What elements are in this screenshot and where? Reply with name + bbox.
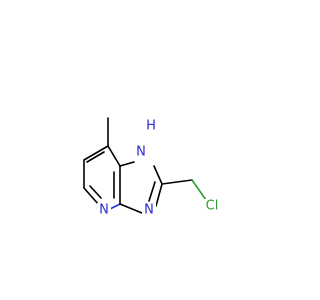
bond-ch2-cl [191, 179, 207, 201]
bond-c7a-n1-ring [119, 161, 135, 167]
atom-n-pyridine: N [97, 203, 111, 218]
atom-chlorine: Cl [202, 199, 222, 214]
atom-nh-n-label: N [136, 145, 146, 160]
bond-c5-n4-inner [89, 185, 102, 199]
atom-nh-h-label: H [146, 119, 156, 134]
atom-chlorine-label: Cl [206, 199, 219, 214]
bond-c5-n4 [83, 187, 100, 206]
bond-c7-c6-inner [86, 151, 105, 163]
atom-n-imidazole: N [142, 203, 156, 218]
molecule-structure: N N H N Cl [83, 117, 222, 218]
bond-n3-c2 [155, 183, 163, 207]
bond-c7-c7a [107, 145, 121, 167]
atom-n-imidazole-label: N [144, 203, 154, 218]
bond-c3a-n3 [119, 203, 143, 214]
atom-n-pyridine-label: N [99, 203, 109, 218]
bond-n3-c2-inner [148, 181, 156, 202]
bond-c2-n1 [153, 165, 163, 185]
bond-c7-c6 [83, 145, 109, 161]
bond-c2-ch2 [161, 179, 193, 185]
atom-nh: N H [134, 119, 156, 160]
